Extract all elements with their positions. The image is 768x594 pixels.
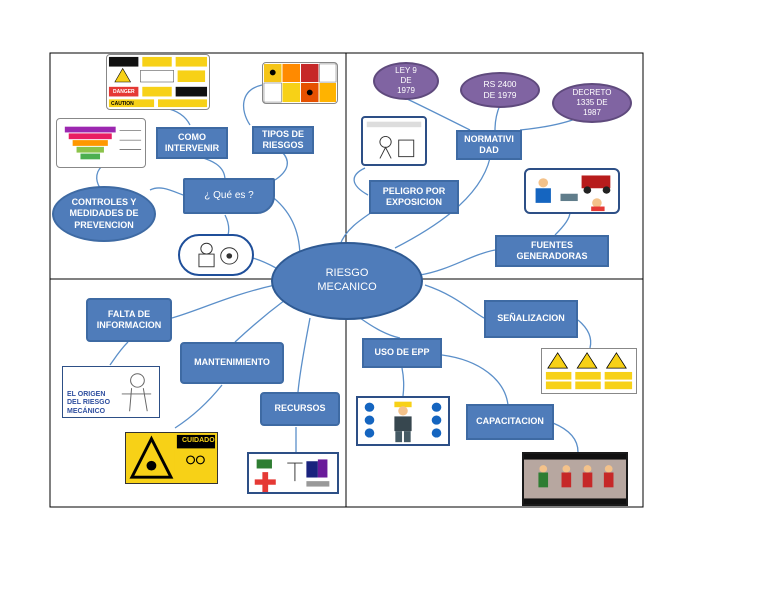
node-peligro-exposicion[interactable]: PELIGRO POR EXPOSICION	[369, 180, 459, 214]
connector-norm-rs	[494, 104, 501, 131]
caption-danger: DANGER	[113, 89, 135, 95]
connector-queso-controles	[149, 187, 184, 196]
connector-mant-cuidado	[174, 384, 223, 429]
resources-image	[247, 452, 339, 494]
training-image	[522, 452, 628, 506]
central-node[interactable]: RIESGO MECANICO	[271, 242, 423, 320]
connector-center-queso	[269, 194, 301, 259]
connector-queso-tipos	[274, 151, 288, 181]
node-normatividad[interactable]: NORMATIVI DAD	[456, 130, 522, 160]
connector-como-signs	[164, 107, 191, 126]
node-rs2400[interactable]: RS 2400 DE 1979	[460, 72, 540, 108]
connector-center-epp	[359, 317, 401, 339]
ppe-image	[356, 396, 450, 446]
risk-types-collage-image	[262, 62, 338, 104]
connector-center-recursos	[297, 317, 311, 393]
connector-epp-capacitacion	[441, 354, 509, 406]
node-fuentes-generadoras[interactable]: FUENTES GENERADORAS	[495, 235, 609, 267]
connector-senal-img	[577, 319, 592, 349]
signage-image	[541, 348, 637, 394]
exposure-hazard-image	[361, 116, 427, 166]
connector-fuentes-img	[554, 211, 571, 236]
hazard-sources-image	[524, 168, 620, 214]
node-ley9[interactable]: LEY 9 DE 1979	[373, 62, 439, 100]
node-decreto[interactable]: DECRETO 1335 DE 1987	[552, 83, 632, 123]
connector-center-mantenimiento	[234, 299, 286, 343]
node-senalizacion[interactable]: SEÑALIZACION	[484, 300, 578, 338]
node-capacitacion[interactable]: CAPACITACION	[466, 404, 554, 440]
node-uso-epp[interactable]: USO DE EPP	[362, 338, 442, 368]
connector-peligro-img	[353, 167, 369, 196]
caption-cuidado: CUIDADO	[182, 437, 215, 444]
connector-center-fuentes	[419, 249, 496, 276]
connector-center-falta	[171, 284, 276, 319]
connector-queso-como	[199, 156, 226, 181]
connector-falta-origen	[109, 341, 129, 366]
caption-caution: CAUTION	[111, 101, 134, 107]
node-falta-informacion[interactable]: FALTA DE INFORMACION	[86, 298, 172, 342]
caution-sign-image: CUIDADO	[125, 432, 218, 484]
node-recursos[interactable]: RECURSOS	[260, 392, 340, 426]
node-que-es[interactable]: ¿ Qué es ?	[183, 178, 275, 214]
node-controles[interactable]: CONTROLES Y MEDIDADES DE PREVENCION	[52, 186, 156, 242]
connector-norm-ley	[404, 97, 471, 131]
connector-center-peligro	[339, 209, 376, 246]
worker-machine-image	[178, 234, 254, 276]
safety-signs-sheet-image: CAUTION DANGER	[106, 54, 210, 110]
connector-center-senalizacion	[424, 284, 485, 319]
caption-origen: EL ORIGEN DEL RIESGO MECÁNICO	[67, 391, 111, 415]
risk-origin-image: EL ORIGEN DEL RIESGO MECÁNICO	[62, 366, 160, 418]
connector-tipos-img	[242, 84, 263, 126]
connector-capacitacion-img	[552, 422, 579, 453]
control-pyramid-image	[56, 118, 146, 168]
node-como-intervenir[interactable]: COMO INTERVENIR	[156, 127, 228, 159]
node-tipos-de-riesgos[interactable]: TIPOS DE RIESGOS	[252, 126, 314, 154]
connector-epp-img	[401, 367, 405, 397]
node-mantenimiento[interactable]: MANTENIMIENTO	[180, 342, 284, 384]
